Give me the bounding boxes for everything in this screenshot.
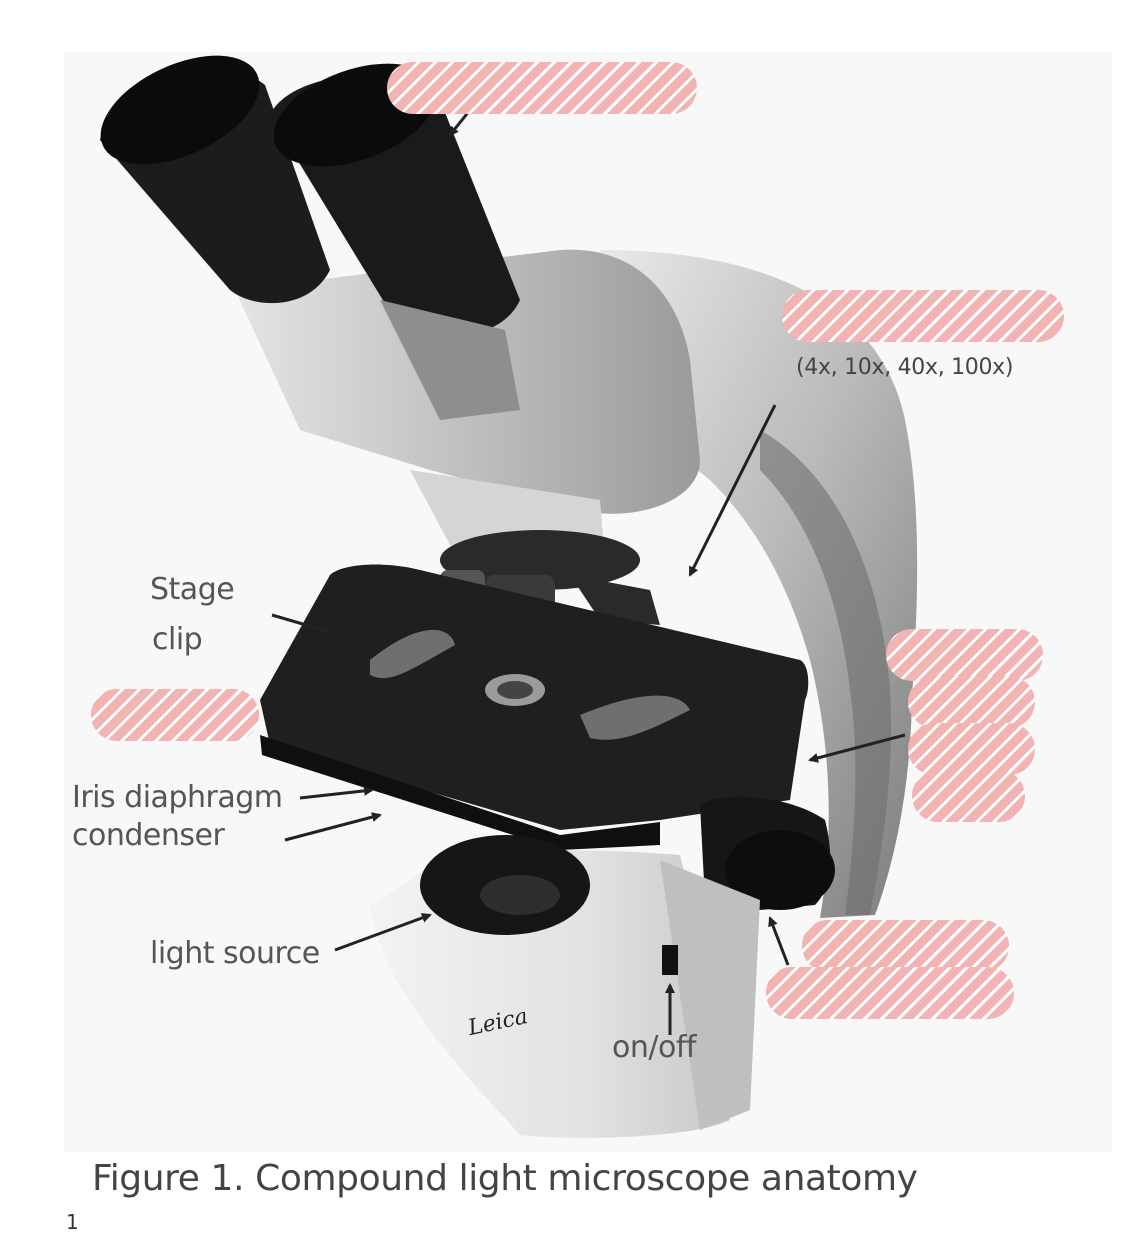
condenser-label: condenser bbox=[72, 818, 225, 853]
iris-diaphragm-label: Iris diaphragm bbox=[72, 780, 283, 815]
redacted-label-objectives bbox=[782, 290, 1064, 342]
figure-caption: Figure 1. Compound light microscope anat… bbox=[92, 1158, 918, 1199]
focus-knobs bbox=[700, 796, 835, 910]
page-number: 1 bbox=[66, 1210, 79, 1234]
redacted-label-focus-2 bbox=[766, 967, 1014, 1019]
eyepieces bbox=[100, 55, 520, 420]
redacted-label-arm-1 bbox=[886, 629, 1043, 681]
redacted-label-arm-4 bbox=[912, 770, 1025, 822]
base bbox=[370, 835, 760, 1138]
redacted-label-stage bbox=[91, 689, 259, 741]
redacted-label-arm-2 bbox=[908, 676, 1035, 728]
redacted-label-eyepiece bbox=[387, 62, 697, 114]
light-source-label: light source bbox=[150, 936, 320, 971]
stage-clip-label-line2: clip bbox=[152, 622, 203, 657]
on-off-label: on/off bbox=[612, 1030, 696, 1065]
stage-clip-label-line1: Stage bbox=[150, 572, 235, 607]
redacted-label-arm-3 bbox=[908, 723, 1035, 775]
stage bbox=[260, 564, 809, 850]
objective-magnifications-label: (4x, 10x, 40x, 100x) bbox=[796, 355, 1014, 380]
redacted-label-focus-1 bbox=[802, 920, 1009, 972]
arrows bbox=[271, 109, 906, 1035]
